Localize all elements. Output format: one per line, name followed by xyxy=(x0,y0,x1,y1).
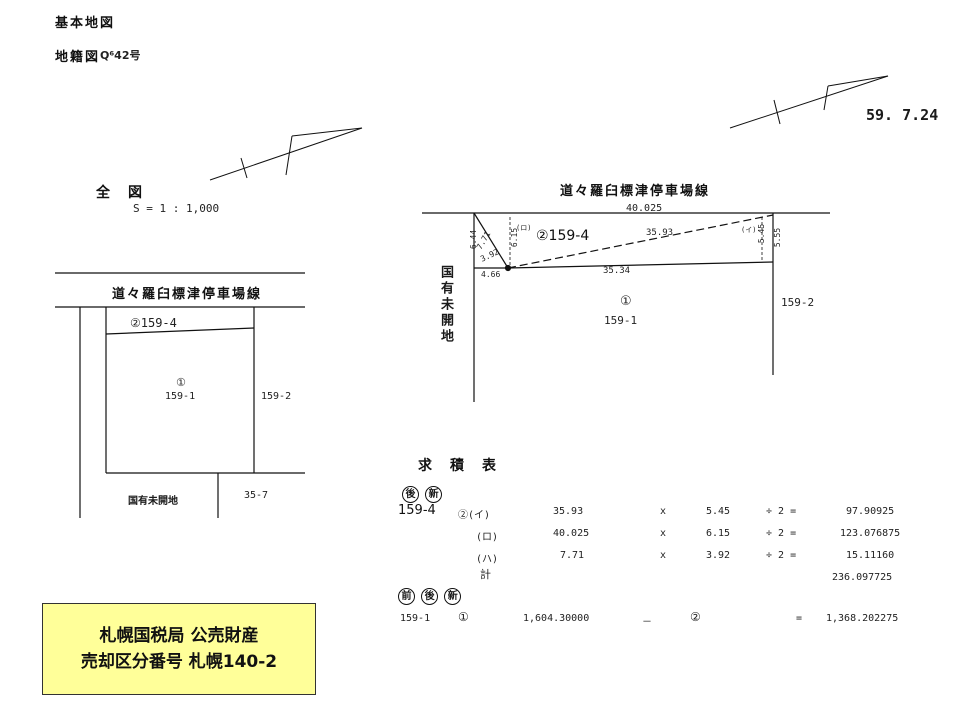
dim-35-93: 35.93 xyxy=(646,228,674,238)
overview-map xyxy=(55,272,305,518)
detail-parcel-1-mark: ① xyxy=(620,294,632,309)
calc-mark-before: 前 xyxy=(398,588,415,605)
detail-map xyxy=(422,212,830,402)
calc-mark-new-2: 新 xyxy=(444,588,462,605)
dim-35-34: 35.34 xyxy=(603,266,631,276)
overview-bottom-left-label: 国有未開地 xyxy=(128,496,178,507)
dim-5-55: 5.55 xyxy=(773,227,783,248)
calc-final-value: 1,604.30000 xyxy=(523,613,590,624)
calc-row-1-result: 97.90925 xyxy=(846,506,895,517)
calc-title: 求 積 表 xyxy=(418,458,498,474)
calc-final-parcel: 159-1 xyxy=(400,613,431,624)
map-number-label: 地籍図 xyxy=(55,50,101,65)
calc-final-equals: = xyxy=(796,613,803,624)
calc-total-value: 236.097725 xyxy=(832,572,893,583)
calc-final-mark: ① xyxy=(458,610,469,624)
dim-5-45: 5.45 xyxy=(757,223,767,244)
north-arrow-right xyxy=(729,75,889,129)
calc-row-1-b: 5.45 xyxy=(706,506,731,517)
calc-marks-top: 後 新 xyxy=(402,482,443,503)
notice-line-2: 売却区分番号 札幌140-2 xyxy=(80,652,278,672)
calc-mark-after: 後 xyxy=(402,486,419,503)
mark-i: (イ) xyxy=(741,226,757,234)
calc-row-2-result: 123.076875 xyxy=(840,528,901,539)
overview-parcel-1: 159-1 xyxy=(165,391,196,402)
detail-left-label: 国有未開地 xyxy=(438,265,453,345)
calc-mark-new: 新 xyxy=(425,486,443,503)
notice-line-1: 札幌国税局 公売財産 xyxy=(99,626,259,646)
north-arrow-left xyxy=(209,127,363,181)
overview-parcel-2: ②159-4 xyxy=(130,316,177,330)
detail-road-label: 道々羅臼標津停車場線 xyxy=(560,184,711,199)
overview-parcel-1-mark: ① xyxy=(176,376,186,389)
calc-final-subtract-mark: ② xyxy=(690,610,701,624)
calc-row-2-a: 40.025 xyxy=(553,528,590,539)
map-number-value: Q⁶42号 xyxy=(100,49,141,62)
mark-ro: (ロ) xyxy=(516,224,532,232)
calc-row-1-a: 35.93 xyxy=(553,506,584,517)
calc-row-1-id: ②(イ) xyxy=(458,510,491,521)
overview-bottom-right-label: 35-7 xyxy=(244,490,269,501)
detail-parcel-1: 159-1 xyxy=(604,314,638,327)
sale-notice-box: 札幌国税局 公売財産 売却区分番号 札幌140-2 xyxy=(42,603,316,695)
header-title: 基本地図 xyxy=(55,16,116,31)
overview-road-label: 道々羅臼標津停車場線 xyxy=(112,287,263,302)
overview-right-neighbor: 159-2 xyxy=(261,391,292,402)
calc-final-minus: － xyxy=(642,617,652,628)
calc-final-result: 1,368.202275 xyxy=(826,613,899,624)
calc-row-3-id: (ハ) xyxy=(476,554,499,565)
calc-row-3-div: ÷ 2 = xyxy=(766,550,797,561)
calc-row-2-div: ÷ 2 = xyxy=(766,528,797,539)
dim-4-66: 4.66 xyxy=(481,270,501,279)
calc-row-3-a: 7.71 xyxy=(560,550,585,561)
calc-row-2-id: (ロ) xyxy=(476,532,499,543)
calc-marks-bottom: 前 後 新 xyxy=(398,584,462,605)
date-stamp: 59. 7.24 xyxy=(866,106,939,124)
calc-row-2-op: x xyxy=(660,528,667,539)
calc-row-3-b: 3.92 xyxy=(706,550,731,561)
calc-row-3-result: 15.11160 xyxy=(846,550,895,561)
calc-row-3-op: x xyxy=(660,550,667,561)
calc-row-1-op: x xyxy=(660,506,667,517)
calc-row-1-div: ÷ 2 = xyxy=(766,506,797,517)
calc-parcel-label: 159-4 xyxy=(398,503,436,518)
calc-mark-after-2: 後 xyxy=(421,588,439,605)
dim-top-length: 40.025 xyxy=(626,203,663,214)
overview-title: 全 図 xyxy=(96,185,144,201)
calc-total-label: 計 xyxy=(480,568,491,581)
calc-row-2-b: 6.15 xyxy=(706,528,731,539)
overview-scale: S = 1 : 1,000 xyxy=(133,202,220,215)
detail-right-neighbor: 159-2 xyxy=(781,296,815,309)
detail-parcel-2: ②159-4 xyxy=(536,228,590,244)
